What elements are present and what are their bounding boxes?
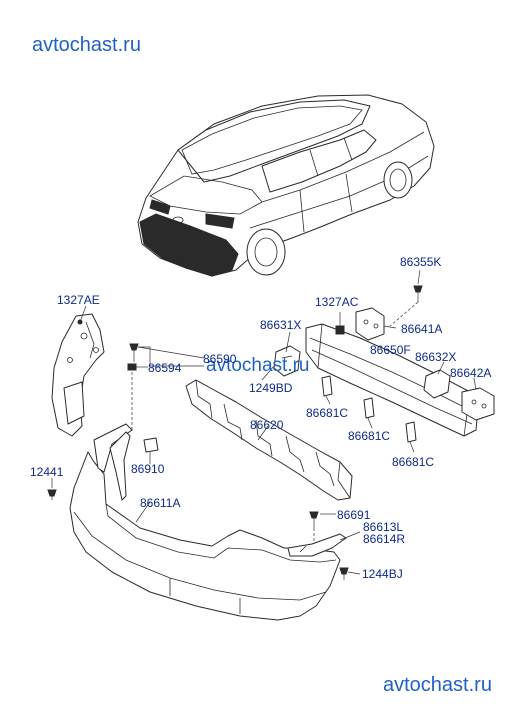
label-86642A: 86642A: [450, 366, 492, 380]
bracket-86642A: [461, 387, 495, 421]
label-86594: 86594: [148, 361, 182, 375]
clip-86910: [143, 437, 159, 453]
label-86691: 86691: [337, 508, 371, 522]
label-86613L: 86613L: [363, 520, 404, 534]
spacer-86681C-b: [363, 397, 375, 419]
side-bracket-left: [93, 423, 133, 501]
label-86910: 86910: [131, 462, 165, 476]
label-86631X: 86631X: [260, 318, 302, 332]
label-86681C-c: 86681C: [392, 455, 435, 469]
watermark-bottom: avtochast.ru: [383, 674, 492, 696]
label-86632X: 86632X: [415, 350, 457, 364]
label-1327AC: 1327AC: [315, 295, 359, 309]
bolt-86355K: [389, 285, 423, 327]
watermark-middle: avtochast.ru: [206, 355, 310, 376]
label-86641A: 86641A: [401, 322, 443, 336]
nut-1327AC: [335, 325, 345, 335]
label-1327AE: 1327AE: [57, 293, 100, 307]
label-86355K: 86355K: [400, 255, 442, 269]
label-86681C-b: 86681C: [348, 429, 391, 443]
watermark-top: avtochast.ru: [32, 34, 141, 56]
screw-1244BJ: [339, 567, 349, 580]
side-panel-bracket: [51, 313, 105, 437]
bracket-86641A: [355, 307, 385, 341]
label-12441: 12441: [30, 465, 64, 479]
bumper-beam: [305, 323, 479, 437]
clip-fasteners: [127, 343, 205, 430]
label-86614R: 86614R: [363, 532, 406, 546]
car-illustration: [137, 94, 435, 277]
spacer-86681C-a: [321, 375, 333, 397]
label-86650F: 86650F: [370, 343, 411, 357]
label-86681C-a: 86681C: [306, 406, 349, 420]
label-86620: 86620: [250, 418, 284, 432]
screw-12441: [47, 489, 57, 500]
bumper-cover: [69, 451, 341, 621]
side-bracket-right: [287, 533, 347, 557]
screw-86691: [309, 511, 319, 544]
label-86611A: 86611A: [140, 496, 181, 510]
energy-absorber: [185, 379, 353, 501]
spacer-86681C-c: [405, 421, 417, 443]
label-86590: 86590: [203, 352, 237, 366]
bracket-86631X: [273, 345, 301, 377]
label-1244BJ: 1244BJ: [362, 567, 403, 581]
label-1249BD: 1249BD: [249, 381, 293, 395]
